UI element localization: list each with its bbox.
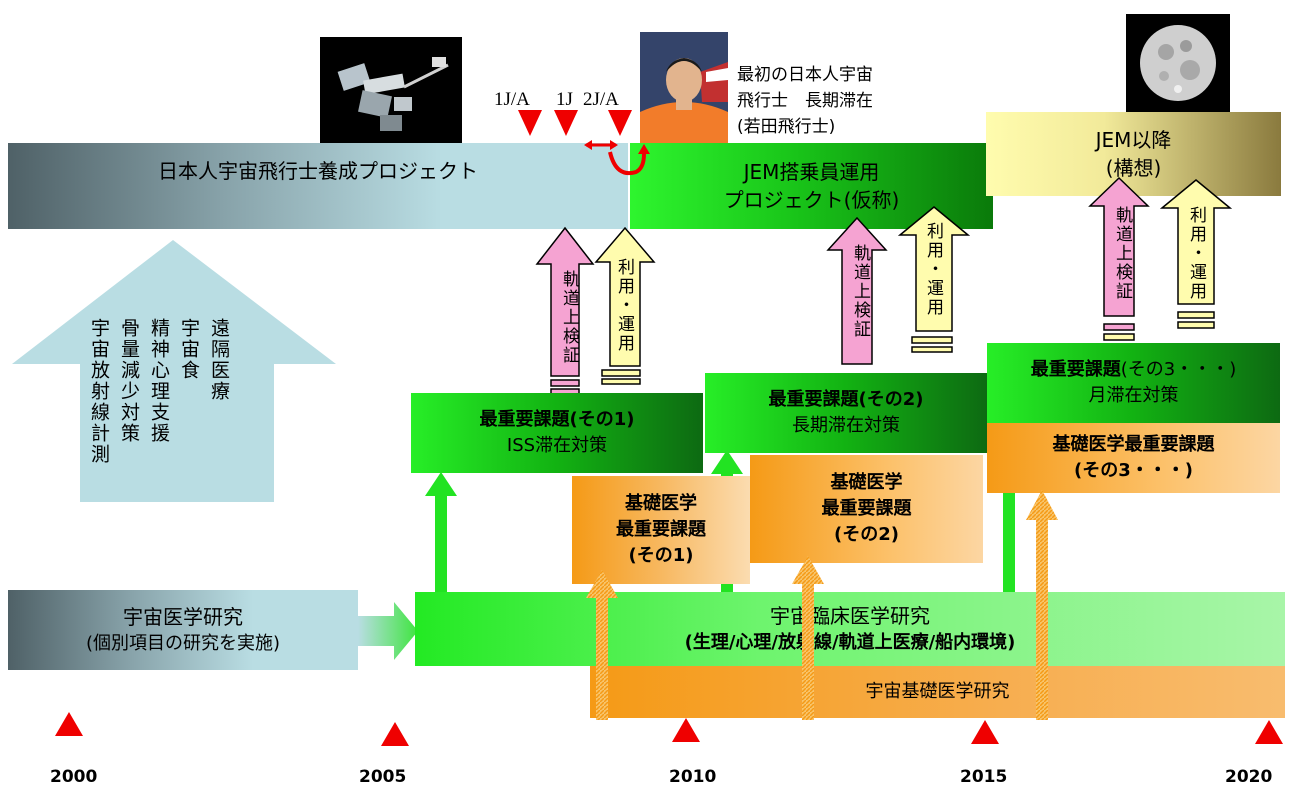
post-jem-line1: JEM以降: [1095, 128, 1172, 152]
space-medicine-line1: 宇宙医学研究: [123, 605, 243, 629]
priority-3-title: 最重要課題: [1030, 359, 1121, 380]
first-stay-line1: 最初の日本人宇宙: [737, 65, 873, 85]
transition-arrow-icon: [584, 140, 650, 175]
first-japanese-stay-note: 最初の日本人宇宙 飛行士 長期滞在 (若田飛行士): [737, 62, 873, 140]
right-arrow-icon: [358, 602, 418, 660]
year-label-2015: 2015: [960, 767, 1008, 787]
basic-priority-2-line3: (その2): [834, 524, 899, 545]
topic-radiation: 宇宙放射線計測: [88, 318, 110, 465]
topic-bone-loss: 骨量減少対策: [118, 318, 140, 444]
utilization-label-3: 利用・運用: [1186, 206, 1206, 301]
clinical-line1: 宇宙臨床医学研究: [770, 604, 930, 628]
basic-medicine-research-bar: 宇宙基礎医学研究: [590, 666, 1285, 718]
orbit-verification-label-1: 軌道上検証: [559, 270, 579, 365]
year-label-2010: 2010: [669, 767, 717, 787]
orbit-verification-arrow-1: [535, 226, 595, 395]
mission-marker-1j: [554, 110, 578, 136]
post-jem-line2: (構想): [1105, 156, 1162, 180]
astronaut-training-project-bar: 日本人宇宙飛行士養成プロジェクト: [8, 143, 628, 229]
year-marker-2005: [381, 722, 409, 746]
utilization-label-1: 利用・運用: [614, 258, 634, 353]
basic-priority-3-line2: (その3・・・): [1074, 460, 1193, 481]
priority-1-subtitle: ISS滞在対策: [506, 435, 608, 456]
priority-2-title: 最重要課題(その2): [768, 389, 924, 410]
priority-box-2: 最重要課題(その2) 長期滞在対策: [705, 373, 987, 453]
topic-remote-medicine: 遠隔医療: [208, 318, 230, 402]
astronaut-training-label: 日本人宇宙飛行士養成プロジェクト: [158, 159, 478, 183]
mission-marker-2ja: [608, 110, 632, 136]
orbit-verification-label-2: 軌道上検証: [850, 244, 870, 339]
astronaut-portrait-image: [640, 32, 728, 144]
year-marker-2010: [672, 718, 700, 742]
green-up-arrow-1: [425, 472, 457, 596]
year-marker-2015: [971, 720, 999, 744]
topic-space-food: 宇宙食: [178, 318, 200, 381]
space-medicine-line2: (個別項目の研究を実施): [85, 633, 281, 654]
clinical-line2: (生理/心理/放射線/軌道上医療/船内環境): [684, 632, 1016, 653]
year-label-2000: 2000: [50, 767, 98, 787]
orange-dotted-arrow-1: [586, 570, 618, 720]
space-station-image: [320, 37, 462, 145]
year-marker-2000: [55, 712, 83, 736]
basic-priority-box-3: 基礎医学最重要課題 (その3・・・): [987, 423, 1280, 493]
basic-priority-1-line3: (その1): [628, 545, 694, 566]
priority-3-title-suffix: (その3・・・): [1120, 359, 1237, 380]
big-up-arrow-shape: [12, 240, 336, 502]
space-medicine-research-box: 宇宙医学研究 (個別項目の研究を実施): [8, 590, 358, 670]
jem-crew-line2: プロジェクト(仮称): [723, 188, 900, 212]
orbit-verification-arrow-2: [826, 216, 888, 365]
orange-dotted-arrow-3: [1026, 490, 1058, 720]
orange-dotted-arrow-2: [792, 556, 824, 720]
year-marker-2020: [1255, 720, 1283, 744]
priority-3-subtitle: 月滞在対策: [1088, 385, 1179, 406]
utilization-arrow-1: [594, 226, 656, 385]
mission-label-1j: 1J: [556, 89, 573, 110]
clinical-medicine-research-bar: 宇宙臨床医学研究 (生理/心理/放射線/軌道上医療/船内環境): [415, 592, 1285, 666]
orbit-verification-arrow-3: [1088, 176, 1150, 341]
year-label-2020: 2020: [1225, 767, 1273, 787]
mission-marker-1ja: [518, 110, 542, 136]
utilization-label-2: 利用・運用: [923, 222, 943, 317]
mission-label-1ja: 1J/A: [494, 89, 530, 110]
basic-priority-1-line1: 基礎医学: [625, 493, 697, 514]
moon-image: [1126, 14, 1230, 112]
utilization-arrow-2: [898, 206, 970, 353]
post-jem-concept-bar: JEM以降 (構想): [986, 112, 1281, 196]
basic-priority-box-2: 基礎医学 最重要課題 (その2): [750, 455, 983, 563]
priority-1-title: 最重要課題(その1): [479, 409, 635, 430]
big-arrow-topics: 遠隔医療 宇宙食 精神心理支援 骨量減少対策 宇宙放射線計測: [88, 318, 230, 498]
jem-crew-line1: JEM搭乗員運用: [743, 160, 880, 184]
priority-2-subtitle: 長期滞在対策: [792, 415, 900, 436]
green-up-arrow-3: [993, 440, 1025, 626]
topic-psychological-support: 精神心理支援: [148, 318, 170, 444]
priority-box-1: 最重要課題(その1) ISS滞在対策: [411, 393, 703, 473]
basic-priority-2-line2: 最重要課題: [821, 498, 912, 519]
basic-priority-box-1: 基礎医学 最重要課題 (その1): [572, 476, 750, 584]
basic-priority-2-line1: 基礎医学: [830, 472, 903, 493]
first-stay-line3: (若田飛行士): [737, 117, 836, 137]
mission-label-2ja: 2J/A: [583, 89, 619, 110]
basic-research-label: 宇宙基礎医学研究: [865, 681, 1010, 702]
first-stay-line2: 飛行士 長期滞在: [737, 91, 873, 111]
orbit-verification-label-3: 軌道上検証: [1112, 206, 1132, 301]
utilization-arrow-3: [1160, 179, 1232, 329]
priority-box-3: 最重要課題(その3・・・) 月滞在対策: [987, 343, 1280, 423]
basic-priority-3-line1: 基礎医学最重要課題: [1052, 434, 1215, 455]
year-label-2005: 2005: [359, 767, 407, 787]
basic-priority-1-line2: 最重要課題: [616, 519, 706, 540]
